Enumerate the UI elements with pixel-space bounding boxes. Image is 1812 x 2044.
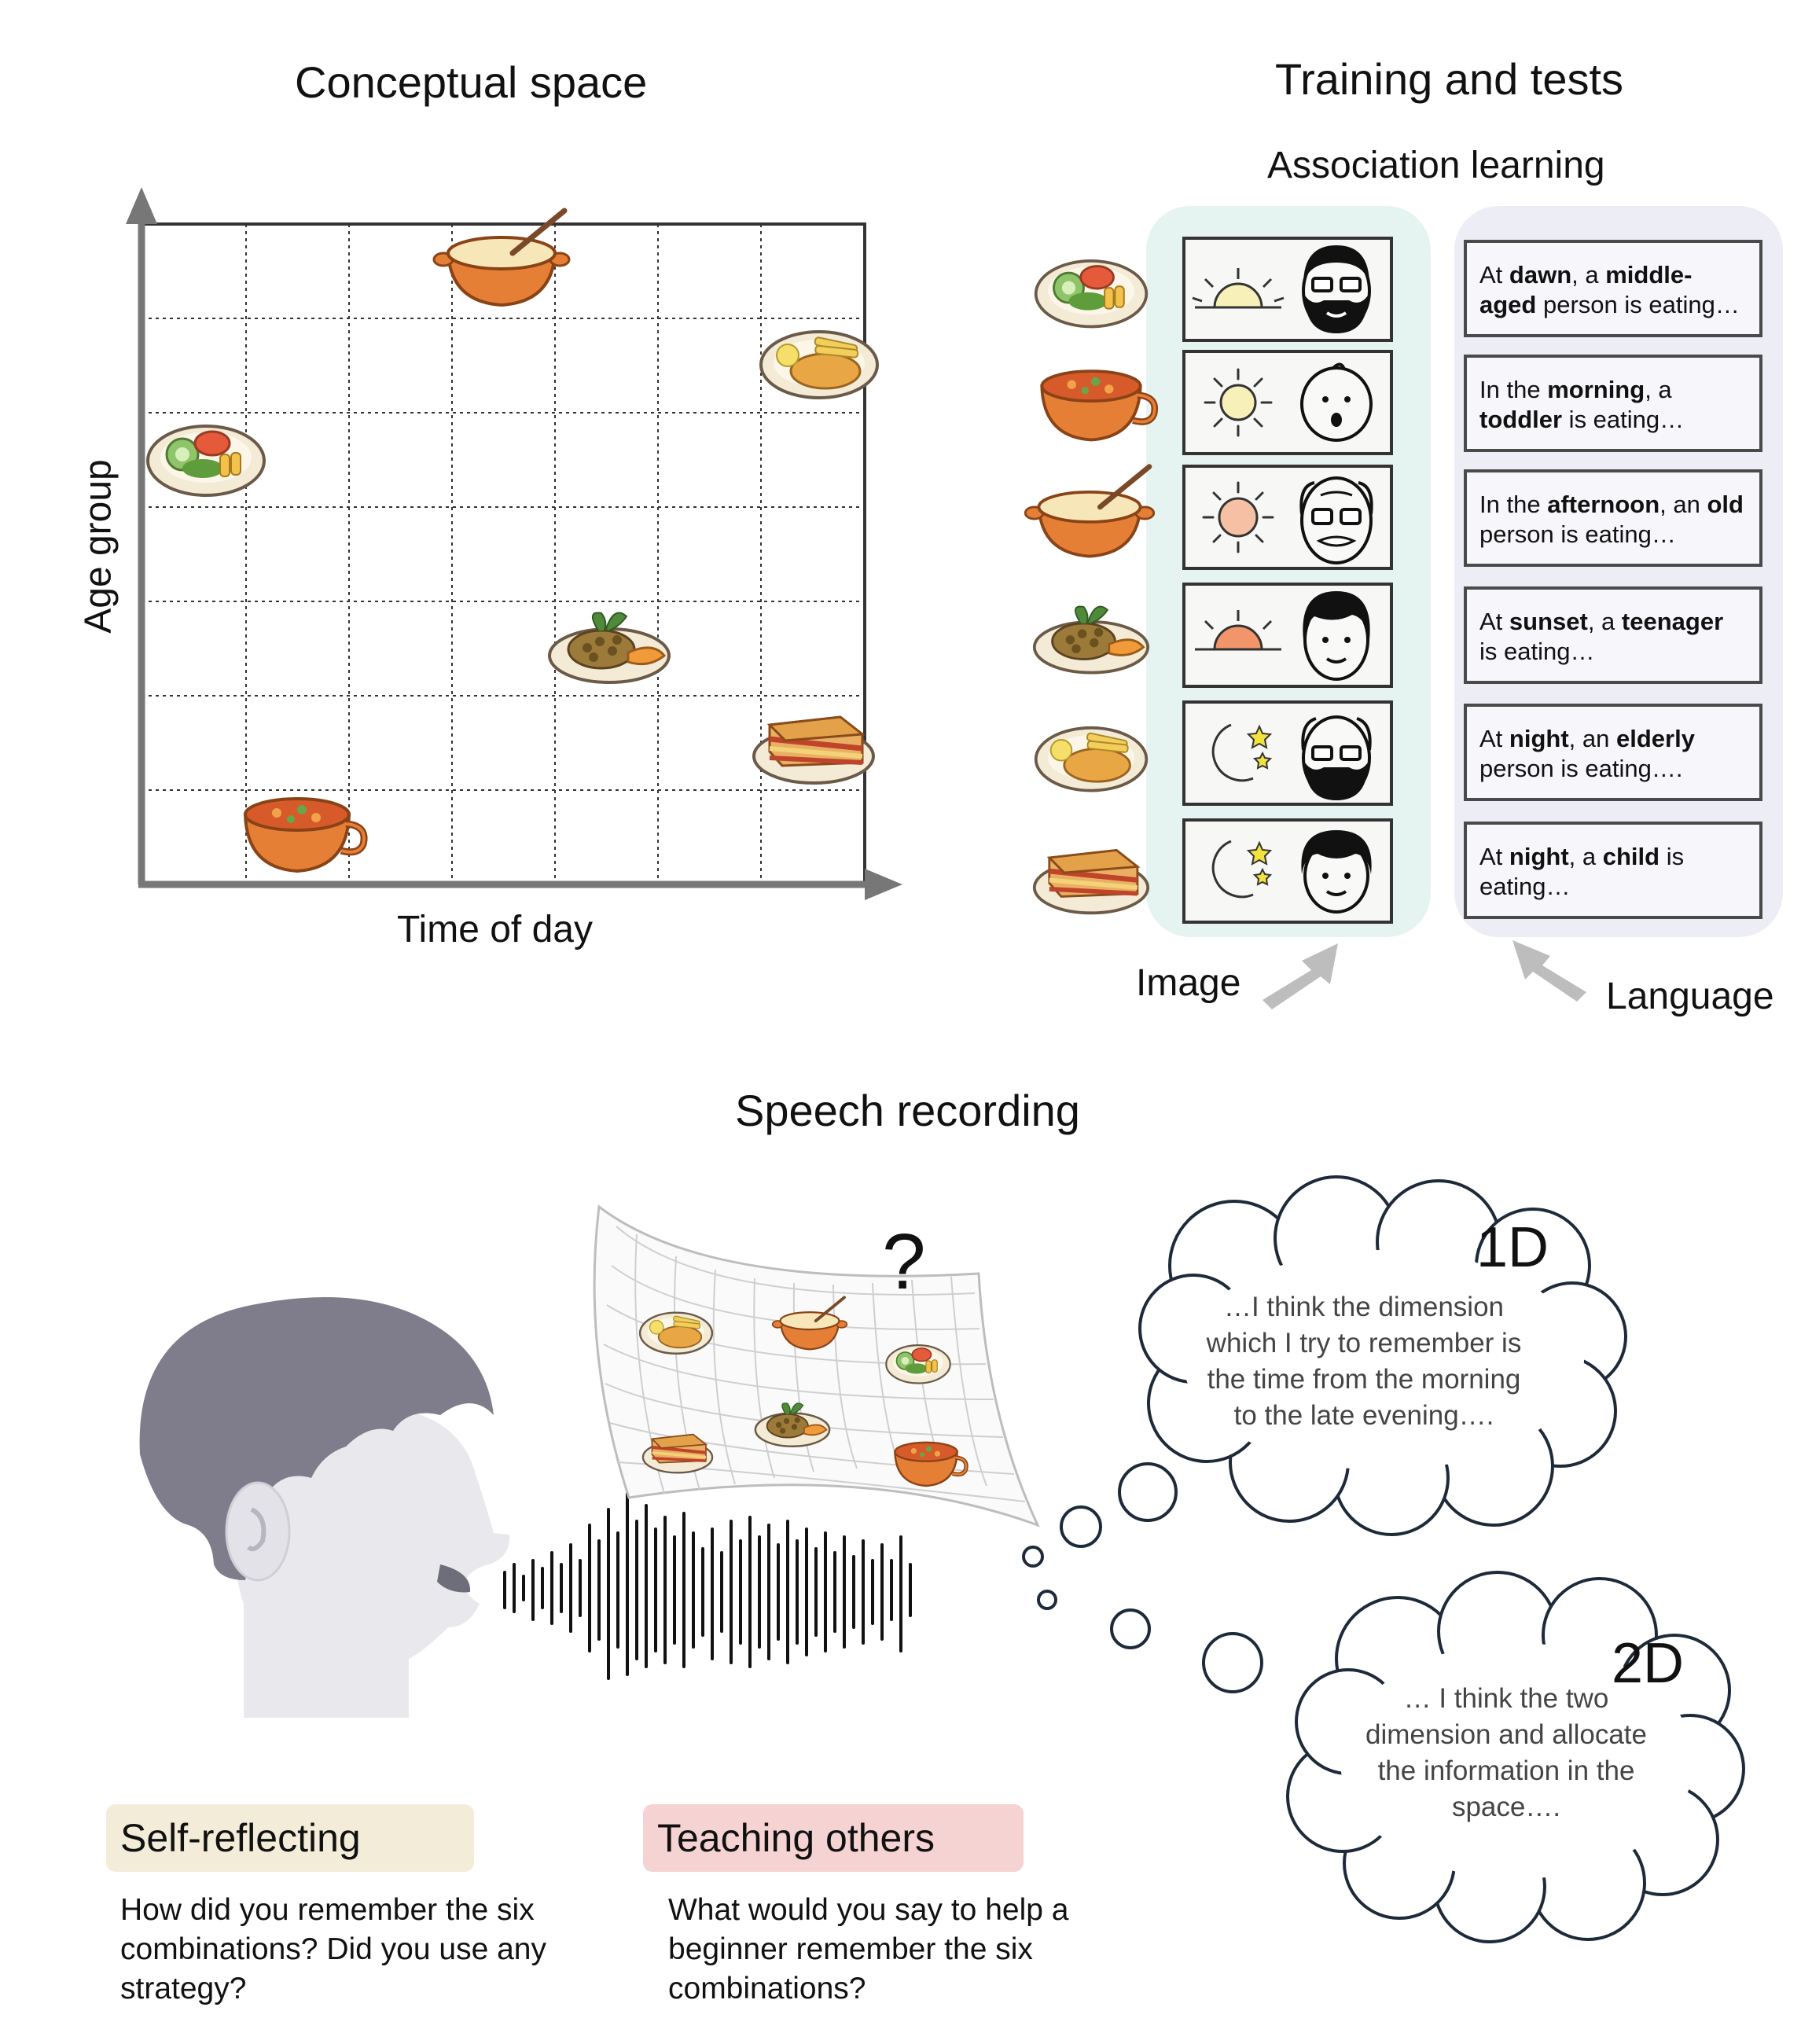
sentence-fragment: , a <box>1587 608 1622 635</box>
conceptual-space-title: Conceptual space <box>295 57 648 107</box>
speech-recording-title: Speech recording <box>735 1086 1080 1135</box>
sentence-fragment: person is eating… <box>1479 520 1676 548</box>
sentence-keyword: night <box>1509 725 1569 752</box>
row-food-salad <box>1034 259 1149 329</box>
thought-bubble-small <box>1037 1590 1057 1610</box>
sentence-keyword: child <box>1602 843 1660 870</box>
dawn-icon <box>1192 268 1285 309</box>
language-label: Language <box>1606 976 1774 1017</box>
sentence-text: At dawn, a middle-aged person is eating… <box>1479 261 1740 318</box>
sentence-keyword: old <box>1707 491 1744 518</box>
sentence-text: In the afternoon, an old person is eatin… <box>1479 491 1744 548</box>
training-title: Training and tests <box>1275 54 1624 104</box>
grid-food-lasagna <box>754 717 873 783</box>
sentence-fragment: is eating… <box>1479 638 1595 665</box>
row-food-rice <box>1032 605 1150 675</box>
conceptual-space-grid <box>126 187 902 900</box>
sentence-text: At night, an elderly person is eating…. <box>1479 725 1695 782</box>
child-face-icon <box>1301 830 1372 914</box>
thought-bubble-small <box>1110 1608 1151 1649</box>
sentence-box: At night, an elderly person is eating…. <box>1464 704 1762 801</box>
toddler-face-icon <box>1300 362 1373 442</box>
teaching-others-prompt: What would you say to help a beginner re… <box>668 1893 1069 2005</box>
sentence-keyword: elderly <box>1615 725 1695 752</box>
afternoon-sun-icon <box>1202 481 1274 553</box>
question-mark: ? <box>882 1218 926 1306</box>
sentence-fragment: is eating… <box>1562 406 1685 433</box>
sentence-fragment: person is eating…. <box>1479 755 1683 782</box>
grid-food-rice <box>548 611 671 684</box>
row-food-tomato-soup <box>1042 371 1155 439</box>
sentence-keyword: teenager <box>1621 608 1724 635</box>
language-arrow-icon <box>1512 940 1586 1002</box>
sentence-fragment: At <box>1479 843 1509 870</box>
thought-bubble-small <box>1060 1505 1102 1548</box>
sentence-fragment: , a <box>1571 261 1606 289</box>
thought-bubble-small <box>1118 1462 1178 1522</box>
sunset-icon <box>1195 610 1281 651</box>
association-images <box>1014 237 1393 924</box>
elderly-face-icon <box>1301 715 1372 800</box>
thought-clouds <box>1022 1175 1745 1943</box>
teenager-face-icon <box>1303 591 1370 681</box>
x-axis-label: Time of day <box>397 909 593 950</box>
sentence-fragment: In the <box>1479 376 1548 403</box>
sentence-fragment: person is eating… <box>1536 291 1740 318</box>
sound-wave <box>503 1492 912 1680</box>
y-axis-label: Age group <box>77 459 119 634</box>
speaker-illustration <box>139 1297 510 1718</box>
sentence-fragment: In the <box>1479 491 1548 518</box>
image-arrow-icon <box>1263 943 1338 1009</box>
old-face-icon <box>1299 476 1373 564</box>
sentence-box: At sunset, a teenager is eating… <box>1464 586 1762 684</box>
row-food-lasagna <box>1035 851 1148 914</box>
sentence-fragment: At <box>1479 261 1509 289</box>
image-label: Image <box>1136 962 1241 1004</box>
grid-food-cutlet <box>759 330 879 399</box>
sentence-box: In the afternoon, an old person is eatin… <box>1464 469 1762 567</box>
thought-bubble-small <box>1202 1632 1263 1693</box>
sentence-keyword: dawn <box>1509 261 1572 289</box>
thought-1d-text: …I think the dimension which I try to re… <box>1206 1292 1522 1431</box>
sentence-box: In the morning, a toddler is eating… <box>1464 355 1762 452</box>
grid-food-tomato-soup <box>245 799 364 871</box>
sentence-fragment: , an <box>1568 725 1616 752</box>
thought-1d-label: 1D <box>1476 1216 1549 1279</box>
sentence-fragment: is eating… <box>1479 843 1685 900</box>
sentence-box: At dawn, a middle-aged person is eating… <box>1464 240 1762 337</box>
panel-arrows <box>1263 940 1586 1009</box>
sentence-keyword: middle-aged <box>1479 261 1693 318</box>
sentence-text: At sunset, a teenager is eating… <box>1479 608 1723 665</box>
sentence-fragment: At <box>1479 725 1509 752</box>
sentence-fragment: , an <box>1659 491 1707 518</box>
thought-2d-text: … I think the two dimension and allocate… <box>1365 1683 1647 1822</box>
sentence-box: At night, a child is eating… <box>1464 822 1762 919</box>
sentence-fragment: At <box>1479 608 1509 635</box>
sentence-fragment: , a <box>1568 843 1603 870</box>
teaching-others-tag: Teaching others <box>643 1804 1024 1872</box>
sentence-keyword: night <box>1509 843 1569 870</box>
sentence-text: In the morning, a toddler is eating… <box>1479 376 1684 433</box>
thought-2d-label: 2D <box>1612 1632 1685 1695</box>
middle-aged-face-icon <box>1302 245 1371 333</box>
grid-food-salad <box>146 425 266 497</box>
row-food-cream-soup <box>1025 467 1153 557</box>
row-food-cutlet <box>1034 726 1149 792</box>
sentence-keyword: afternoon <box>1547 491 1660 518</box>
self-reflecting-prompt: How did you remember the six combination… <box>120 1893 546 2005</box>
warped-grid-sheet <box>593 1204 1040 1527</box>
morning-sun-icon <box>1204 368 1273 437</box>
sentence-fragment: , a <box>1645 376 1672 403</box>
sentence-keyword: morning <box>1547 376 1645 403</box>
association-learning-subtitle: Association learning <box>1267 145 1605 186</box>
thought-bubble-small <box>1022 1546 1044 1568</box>
sentence-text: At night, a child is eating… <box>1479 843 1684 900</box>
self-reflecting-tag: Self-reflecting <box>106 1804 474 1872</box>
sentence-keyword: sunset <box>1509 608 1588 635</box>
sentence-keyword: toddler <box>1479 406 1563 433</box>
